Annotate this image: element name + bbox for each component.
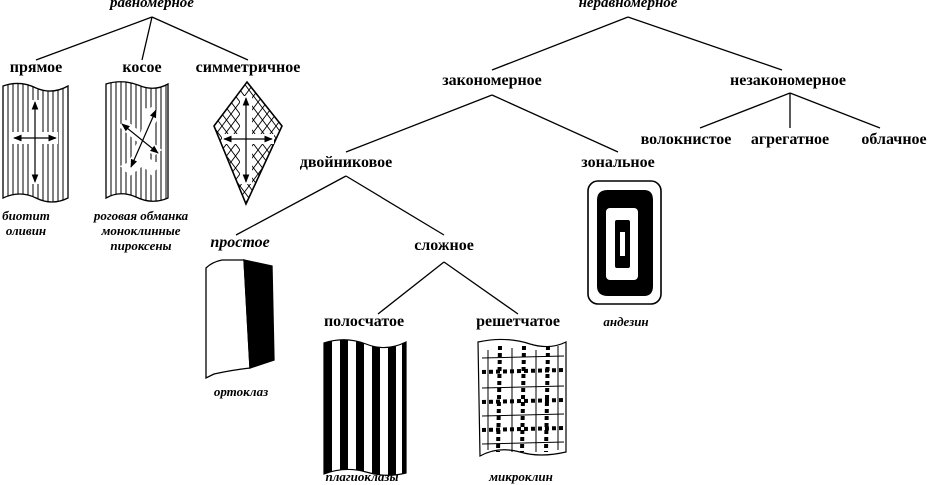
straight-extinction-crystal <box>2 82 69 203</box>
mineral-label: оливин <box>5 223 47 238</box>
minerals-simple: ортоклаз <box>214 384 268 399</box>
node-symmetric: симметричное <box>195 59 301 76</box>
heading-nonuniform: неравномерное <box>578 0 678 11</box>
node-complex: сложное <box>414 237 474 254</box>
polysynthetic-twin-crystal <box>323 339 407 476</box>
zonal-crystal <box>587 180 662 305</box>
oblique-extinction-crystal <box>105 81 169 202</box>
node-striped: полосчатое <box>323 313 405 330</box>
mineral-label: моноклинные <box>101 223 181 238</box>
node-twinned: двойниковое <box>299 154 393 171</box>
mineral-label: ортоклаз <box>213 384 269 399</box>
simple-twin-crystal <box>205 259 275 380</box>
node-irregular: незакономерное <box>730 72 846 89</box>
symmetric-extinction-crystal <box>213 80 283 207</box>
mineral-label: плагиоклазы <box>325 469 399 484</box>
node-cloudy: облачное <box>861 131 927 148</box>
minerals-lattice: микроклин <box>489 469 553 484</box>
node-simple: простое <box>210 234 270 251</box>
node-oblique: косое <box>122 59 162 76</box>
minerals-oblique: роговая обманка моноклинные пироксены <box>94 208 188 253</box>
node-aggregate: агрегатное <box>750 131 830 148</box>
tree-connectors <box>35 16 881 315</box>
minerals-striped: плагиоклазы <box>325 469 398 484</box>
heading-uniform: равномерное <box>110 0 194 11</box>
minerals-zonal: андезин <box>603 314 648 329</box>
mineral-label: биотит <box>2 208 50 223</box>
minerals-straight: биотит оливин <box>2 208 50 238</box>
node-zonal: зональное <box>581 154 655 171</box>
mineral-label: роговая обманка <box>93 208 189 223</box>
mineral-label: андезин <box>603 314 649 329</box>
node-straight: прямое <box>9 59 63 76</box>
lattice-twin-crystal <box>477 338 567 458</box>
node-regular: закономерное <box>442 72 542 89</box>
node-fibrous: волокнистое <box>640 131 732 148</box>
node-lattice: решетчатое <box>476 313 560 330</box>
mineral-label: пироксены <box>110 238 172 253</box>
mineral-label: микроклин <box>489 469 553 484</box>
